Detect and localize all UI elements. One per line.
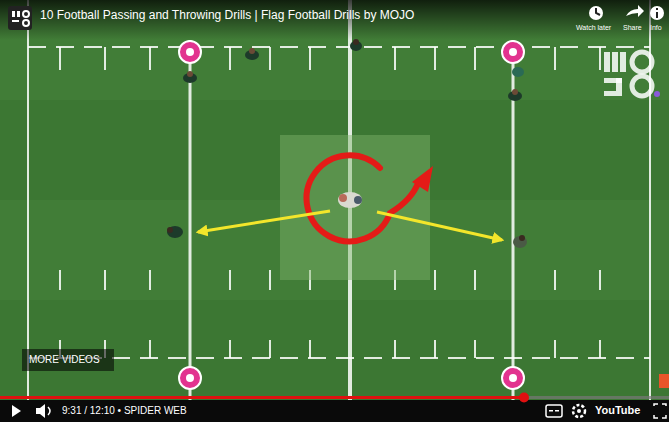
progress-track bbox=[0, 396, 669, 399]
more-videos-panel bbox=[22, 349, 114, 371]
info-label: Info bbox=[650, 24, 662, 32]
video-title: 10 Football Passing and Throwing Drills … bbox=[40, 9, 414, 23]
control-icons bbox=[12, 404, 666, 418]
grass bbox=[0, 0, 669, 400]
highlight-square bbox=[280, 135, 430, 280]
time-chapter-label: 9:31 / 12:10 • SPIDER WEB bbox=[62, 405, 187, 417]
end-tab bbox=[659, 374, 669, 388]
pass-arrows bbox=[198, 211, 502, 240]
top-shade bbox=[0, 0, 669, 40]
top-icons bbox=[589, 5, 664, 20]
progress-played bbox=[0, 396, 524, 399]
progress-scrubber bbox=[519, 393, 529, 403]
players bbox=[167, 39, 527, 248]
control-bar bbox=[0, 400, 669, 422]
more-videos-label: MORE VIDEOS bbox=[29, 354, 100, 366]
cones bbox=[179, 41, 524, 389]
youtube-logo-text: YouTube bbox=[595, 404, 640, 417]
grass-stripe bbox=[0, 0, 669, 100]
share-label: Share bbox=[623, 24, 642, 32]
channel-icon bbox=[8, 6, 32, 30]
rotation-arrow bbox=[307, 155, 433, 241]
watch-later-label: Watch later bbox=[576, 24, 611, 32]
field-lines bbox=[28, 0, 650, 400]
channel-watermark bbox=[604, 52, 660, 97]
